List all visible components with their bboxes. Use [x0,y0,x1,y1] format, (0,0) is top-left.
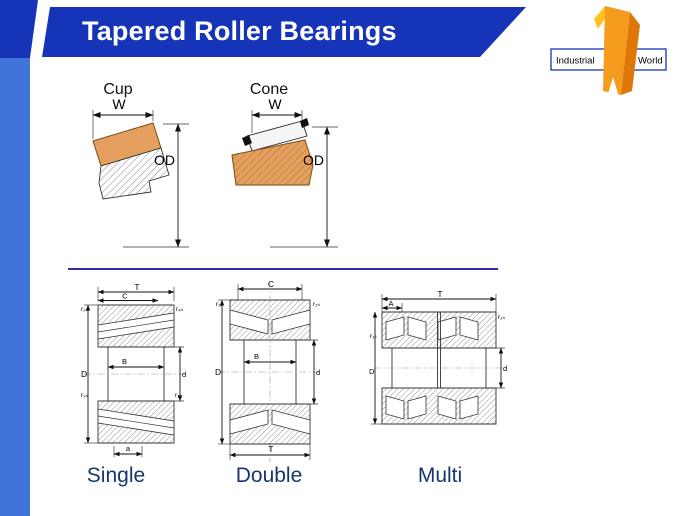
double-dim-D: D [215,299,230,445]
multi-section [374,311,504,425]
single-d: d [182,370,186,379]
cone-diagram: W OD [231,96,338,248]
single-r-top-right: r₄ₛ [176,306,184,313]
multi-r-right: r₂ₛ [498,314,506,321]
logo: Industrial World [550,6,667,97]
multi-D: D [369,367,375,376]
single-dim-d: d [164,346,186,402]
cup-od-label: OD [154,152,175,168]
single-a: a [126,444,131,453]
logo-ribbon-yellow [594,6,608,29]
double-dim-d: d [296,339,320,405]
cup-section [92,122,170,200]
double-bearing-diagram: C r₁ₛ r₂ₛ B D d [215,279,322,462]
double-dim-T: T [229,444,311,460]
single-C: C [122,292,128,301]
cone-section [231,139,314,186]
cone-title: Cone [249,81,289,98]
double-B: B [254,352,259,361]
single-D: D [81,369,87,379]
multi-bearing-diagram: T A r₂ₛ r₁ₛ [369,289,507,425]
title-bar: Tapered Roller Bearings [42,7,526,57]
double-section [218,282,322,462]
cup-od-dimension: OD [123,123,189,248]
cup-w-dimension: W [92,96,154,139]
double-T: T [268,444,273,454]
multi-d: d [503,364,507,373]
cup-title: Cup [103,81,133,98]
caption-multi: Multi [417,464,463,487]
double-D: D [215,367,221,377]
double-dim-B: B [243,352,297,365]
double-d: d [316,368,320,377]
page-title: Tapered Roller Bearings [82,16,397,46]
caption-double: Double [235,464,303,487]
multi-dim-T: T [381,289,497,312]
multi-r-left: r₁ₛ [370,333,377,340]
caption-single: Single [86,464,146,487]
double-r-right: r₂ₛ [313,301,321,308]
logo-ribbon-notch [607,77,619,97]
multi-dim-A: A [381,299,403,312]
single-section [84,304,186,444]
cone-roller [242,118,309,152]
cone-od-dimension: OD [270,126,338,248]
multi-A: A [388,299,393,308]
multi-T: T [437,289,442,299]
cone-w-label: W [268,96,282,112]
single-r-mid-right: r₁ₛ [175,392,182,399]
double-C: C [268,279,274,289]
logo-text-left: Industrial [556,56,595,67]
single-dim-a: a [113,444,143,457]
cup-w-label: W [112,96,126,112]
single-dim-T: T [97,282,175,301]
section-divider [68,268,498,270]
left-accent-bar [0,0,30,516]
multi-dim-D: D [369,311,382,425]
single-T: T [134,282,139,292]
single-dim-C: C [97,292,159,303]
logo-ribbon-orange [603,6,630,95]
single-bearing-diagram: T C r₂ₛ r₄ₛ B D [81,282,186,457]
logo-text-right: World [638,56,663,67]
single-r-top-left: r₂ₛ [81,306,89,313]
single-dim-B: B [107,357,165,370]
cone-w-dimension: W [251,96,303,133]
cup-diagram: W OD [92,96,189,248]
single-dim-D: D [81,304,98,444]
single-r-mid-left: r₃ₛ [81,392,89,399]
logo-ribbon-dark [621,12,640,95]
cone-od-label: OD [303,152,324,168]
multi-dim-d: d [486,347,507,389]
double-r-left: r₁ₛ [216,301,223,308]
corner-accent [0,0,38,58]
single-B: B [122,357,127,366]
